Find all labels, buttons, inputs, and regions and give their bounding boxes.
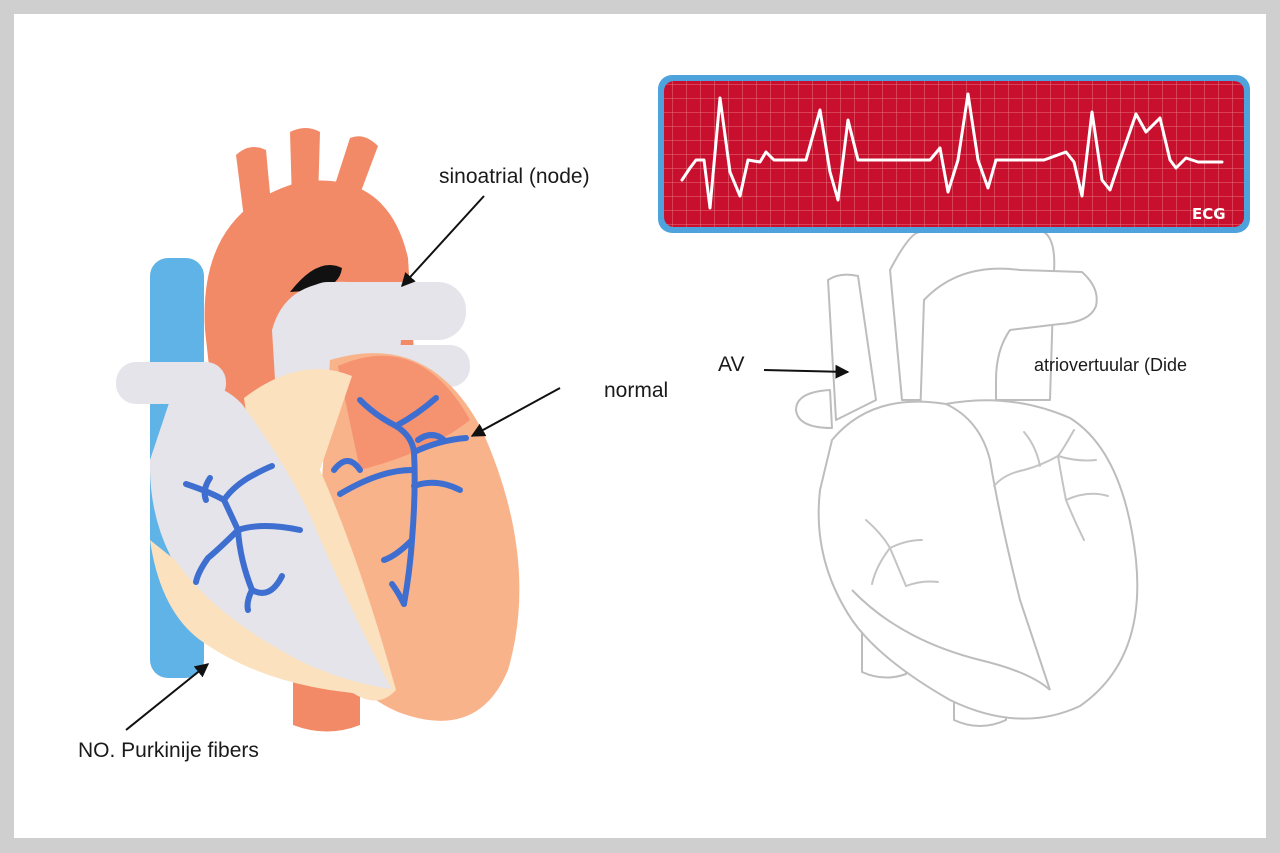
sinoatrial-arrow <box>401 195 485 288</box>
normal-label: normal <box>604 379 669 402</box>
ventricle-upper-band <box>338 355 470 470</box>
purkinje-label: NO. Purkinije fibers <box>78 739 259 762</box>
outline-vessels <box>865 429 1109 587</box>
outer-rim <box>150 540 396 695</box>
outline-arch <box>919 267 1098 421</box>
ecg-grid <box>664 81 1244 227</box>
outline-heart-body <box>817 399 1139 720</box>
outline-left-stub <box>795 389 833 429</box>
outline-heart <box>795 231 1139 727</box>
right-chamber <box>149 385 392 695</box>
outline-inner-curve <box>851 589 1051 691</box>
normal-arrow <box>470 387 561 437</box>
ecg-monitor <box>658 75 1250 233</box>
outline-vena-cava <box>827 273 877 421</box>
ecg-trace <box>680 92 1224 210</box>
coronary-vessels-left <box>331 395 469 607</box>
atrioventricular-label: atriovertuular (Dide <box>1034 355 1188 375</box>
colored-heart <box>116 128 520 732</box>
sinoatrial-label: sinoatrial (node) <box>439 165 590 188</box>
purkinje-arrow <box>125 663 210 731</box>
coronary-vessels-right <box>183 463 303 613</box>
outline-septum <box>945 403 1051 691</box>
septum-band <box>244 369 396 701</box>
av-label: AV <box>718 353 745 376</box>
av-arrow <box>763 364 850 379</box>
ecg-tag: ECG <box>1192 205 1226 223</box>
